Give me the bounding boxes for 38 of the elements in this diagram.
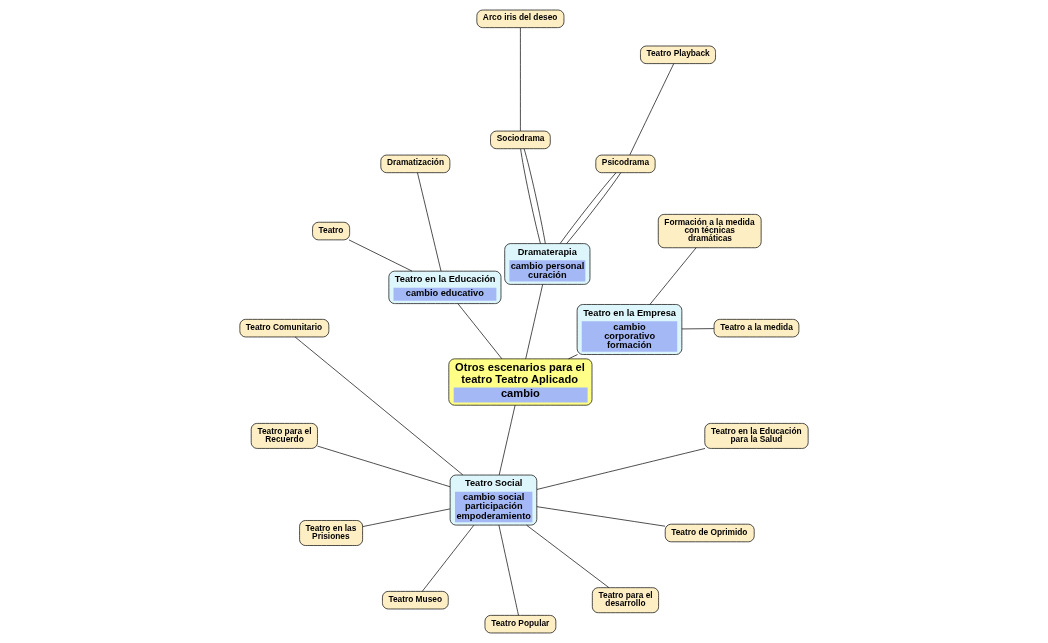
node-box: Teatro en las Prisiones xyxy=(299,520,363,546)
node-box: Teatro Popular xyxy=(484,615,557,634)
node-box: Teatro para el desarrollo xyxy=(592,587,659,614)
connector xyxy=(526,524,610,588)
connector xyxy=(568,354,578,360)
connector xyxy=(417,172,442,272)
connector xyxy=(362,508,451,527)
connector xyxy=(681,328,715,330)
connector xyxy=(520,148,541,244)
connector xyxy=(457,303,503,360)
connector xyxy=(559,172,617,244)
node-box: Teatro de Oprimido xyxy=(664,523,755,543)
connector xyxy=(520,27,521,132)
connector xyxy=(294,336,464,476)
connector xyxy=(498,524,519,616)
node-box: Teatro en la Educación para la Salud xyxy=(704,423,809,449)
node-box: Psicodrama xyxy=(595,154,656,174)
connector xyxy=(498,404,516,476)
connector xyxy=(421,524,475,592)
connector xyxy=(566,172,622,244)
connector xyxy=(525,284,543,360)
node-box: Arco iris del deseo xyxy=(476,9,565,28)
node-box: Teatro Museo xyxy=(382,591,449,610)
connector xyxy=(348,239,413,272)
node-box: Teatro Comunitario xyxy=(239,319,330,338)
node-box: Dramatización xyxy=(380,154,451,174)
node-box: Teatro a la medida xyxy=(713,319,800,338)
connector xyxy=(629,63,675,156)
connector xyxy=(536,506,666,527)
node-box: Sociodrama xyxy=(490,130,551,150)
connector xyxy=(536,448,706,490)
node-box: Teatro para el Recuerdo xyxy=(250,423,318,449)
node-box: Formación a la medida con técnicas dramáticas xyxy=(657,214,762,249)
connector xyxy=(523,148,546,244)
connector xyxy=(649,247,697,305)
connector xyxy=(317,445,451,488)
node-box: Teatro Playback xyxy=(640,45,716,64)
node-box: Teatro xyxy=(312,221,350,241)
